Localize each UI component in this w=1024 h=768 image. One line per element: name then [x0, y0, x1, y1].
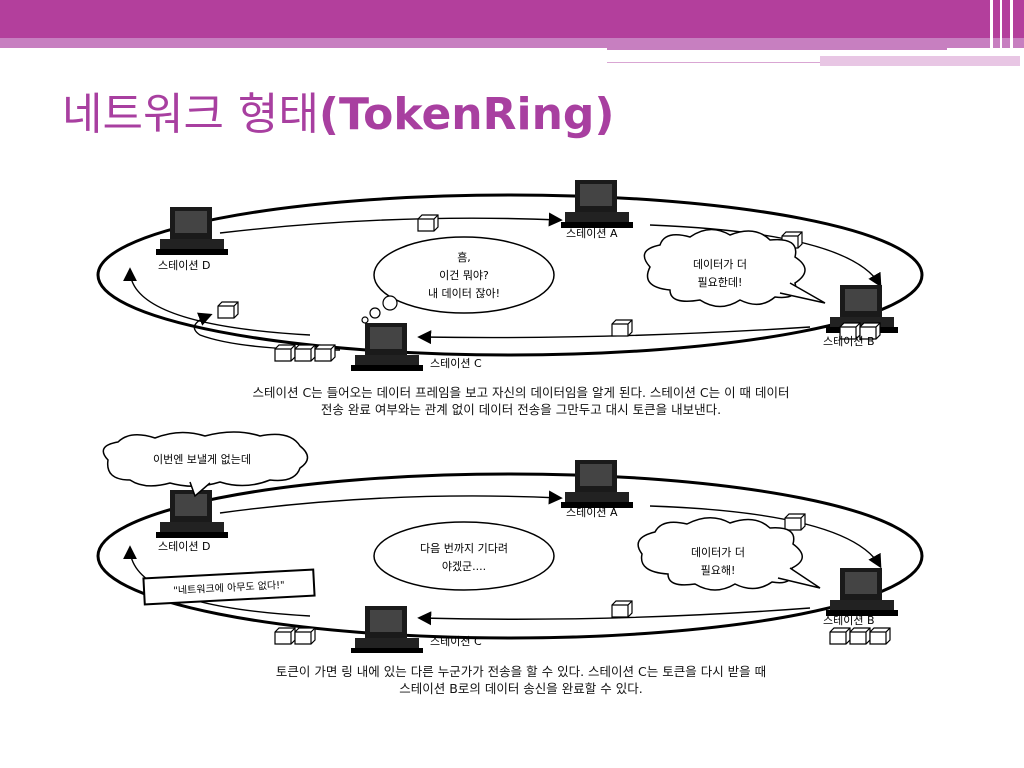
data-packet [294, 344, 316, 362]
bubble-b-line1: 데이터가 더 [691, 546, 745, 559]
header-stripe [1010, 0, 1013, 68]
bubble-b-line1: 데이터가 더 [693, 258, 747, 271]
header-bar [0, 0, 1024, 38]
header-bar-secondary [0, 38, 1024, 48]
token-ring-diagram-top: 스테이션 D 스테이션 A 스테이션 B 스테이션 C 흠, 이건 뭐야? 내 … [96, 180, 924, 371]
bubble-d-text: 이번엔 보낼게 없는데 [153, 453, 251, 466]
caption-top-line1: 스테이션 C는 들어오는 데이터 프레임을 보고 자신의 데이터임을 알게 된다… [252, 385, 790, 400]
ring-outer [96, 472, 924, 640]
bubble-b-line2: 필요한데! [698, 276, 743, 289]
station-a-label: 스테이션 A [566, 506, 618, 519]
bubble-b-line2: 필요해! [701, 563, 736, 577]
title-latin: (TokenRing) [318, 89, 615, 140]
ring-inner-left [123, 267, 311, 336]
thought-dot [361, 316, 369, 324]
thought-dot [369, 307, 381, 319]
cloud-tail-d [189, 481, 211, 498]
data-packet [849, 627, 871, 645]
cloud-bubble-b [637, 517, 803, 591]
token-ring-diagram-bottom: 스테이션 D 스테이션 A 스테이션 B 스테이션 C 이번엔 보낼게 없는데 … [96, 431, 924, 653]
station-c-label: 스테이션 C [430, 635, 482, 648]
speech-bubble-c [373, 236, 555, 314]
station-c-computer [351, 606, 423, 653]
ring-inner-bottom [417, 607, 811, 626]
cloud-bubble-d [102, 431, 309, 487]
data-packet [314, 344, 336, 362]
header-stripe [990, 0, 993, 68]
data-packet [784, 513, 806, 531]
ring-outer [96, 193, 924, 357]
ring-inner-right [649, 224, 882, 288]
bubble-c-line1: 흠, [457, 250, 471, 264]
caption-bottom-line1: 토큰이 가면 링 내에 있는 다른 누군가가 전송을 할 수 있다. 스테이션 … [275, 664, 767, 679]
cloud-bubble-b [643, 228, 806, 308]
caption-top-line2: 전송 완료 여부와는 관계 없이 데이터 전송을 그만두고 대시 토큰을 내보낸… [320, 402, 722, 417]
data-packet [274, 627, 296, 645]
data-packet [294, 627, 316, 645]
bubble-c-line3: 내 데이터 잖아! [428, 287, 500, 300]
station-b-label: 스테이션 B [823, 335, 875, 348]
data-packet [417, 214, 439, 232]
bubble-c-line2: 야겠군.... [442, 560, 486, 573]
caption-bottom-line2: 스테이션 B로의 데이터 송신을 완료할 수 있다. [399, 681, 643, 696]
ring-loop-c2 [193, 312, 213, 336]
thought-dot [382, 295, 398, 311]
station-d-label: 스테이션 D [158, 540, 210, 553]
data-packet [217, 301, 239, 319]
bubble-c-line2: 이건 뭐야? [439, 269, 489, 282]
speech-bubble-c [373, 521, 555, 591]
data-packet [829, 627, 851, 645]
data-packet [274, 344, 296, 362]
header-stripe [820, 56, 1020, 66]
station-d-label: 스테이션 D [158, 259, 210, 272]
ring-inner-top [219, 490, 563, 514]
bubble-c-line1: 다음 번까지 기다려 [420, 542, 508, 555]
data-packet [869, 627, 891, 645]
header-stripe [607, 62, 947, 63]
station-b-label: 스테이션 B [823, 614, 875, 627]
ring-inner-right [649, 505, 882, 569]
title-korean: 네트워크 형태 [62, 89, 319, 140]
sign-box [142, 568, 316, 606]
station-b-computer [826, 568, 898, 616]
station-c-label: 스테이션 C [430, 357, 482, 370]
header-stripe [1000, 0, 1002, 68]
cloud-tail-b [779, 282, 826, 304]
station-a-computer [561, 180, 633, 228]
slide-title: 네트워크 형태(TokenRing) [62, 78, 615, 142]
station-c-computer [351, 323, 423, 371]
header-stripe [607, 48, 947, 50]
cloud-tail-b [777, 567, 821, 589]
data-packet [611, 319, 633, 337]
data-packet [611, 600, 633, 618]
ring-inner-top [219, 212, 563, 234]
station-a-label: 스테이션 A [566, 227, 618, 240]
station-a-computer [561, 460, 633, 508]
